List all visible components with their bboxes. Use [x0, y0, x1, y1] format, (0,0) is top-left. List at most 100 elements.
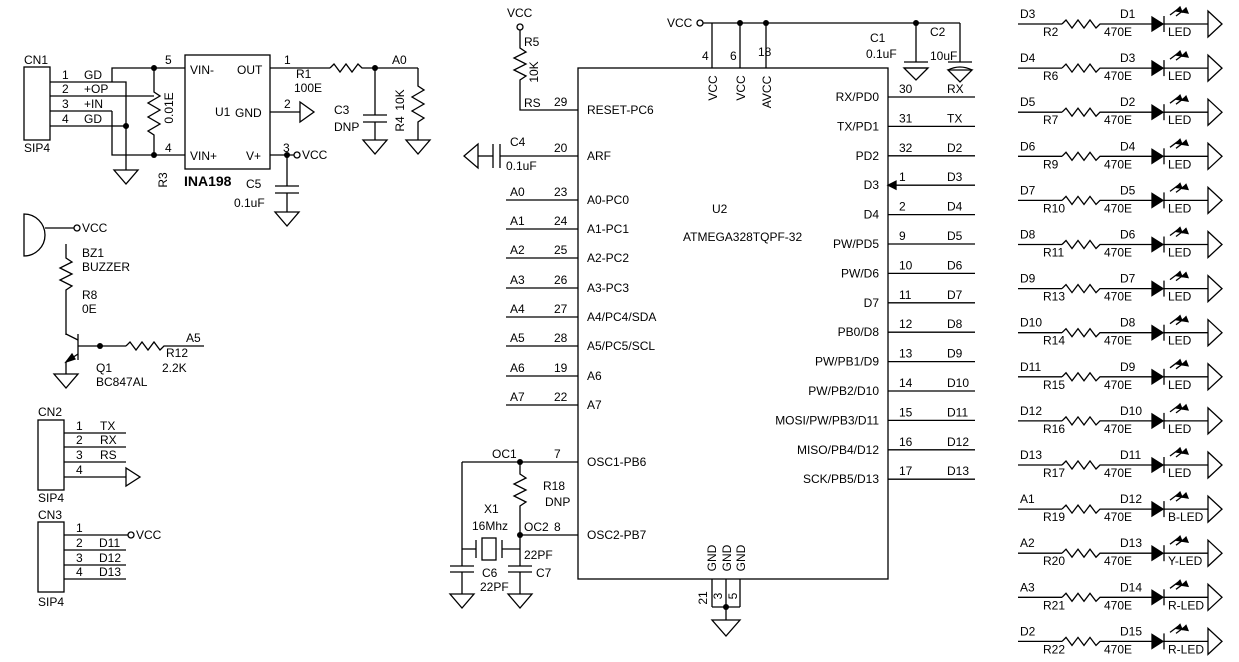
left-pin-num-28: 28: [554, 331, 568, 345]
r18-resistor: [512, 462, 528, 535]
led-designator: D3: [1120, 51, 1136, 65]
left-pin-num-25: 25: [554, 243, 568, 257]
c6-value: 22PF: [480, 580, 509, 594]
cn2-sip-label: SIP4: [38, 491, 64, 505]
led-net-label: D12: [1020, 404, 1042, 418]
ground-arrow-symbol: [1207, 406, 1223, 436]
led-net-label: A3: [1020, 580, 1035, 594]
r3-value: 0.01E: [162, 92, 176, 123]
right-net-D4: D4: [947, 200, 963, 214]
right-net-D5: D5: [947, 229, 963, 243]
left-pin-name-19: A6: [587, 369, 602, 383]
led-designator: D8: [1120, 316, 1136, 330]
cn2-section: CN2 SIP4 1 2 3 4 TX RX RS: [37, 405, 142, 505]
led-color-label: LED: [1168, 25, 1192, 39]
r4-value: 10K: [393, 89, 407, 110]
right-net-D11: D11: [947, 405, 968, 419]
cn1-net-op: +OP: [84, 82, 108, 96]
right-net-D8: D8: [947, 317, 963, 331]
cn2-pin3: 3: [76, 448, 83, 462]
led-diode-icon: [1151, 412, 1165, 430]
led-designator: D5: [1120, 183, 1136, 197]
led-designator: D14: [1120, 580, 1142, 594]
c3-label: C3: [334, 103, 350, 117]
led-color-label: LED: [1168, 69, 1192, 83]
right-pin-name-15: MOSI/PW/PB3/D11: [775, 413, 879, 427]
led-series-resistor: [1061, 18, 1152, 30]
oc2-net-label: OC2: [524, 520, 549, 534]
led-designator: D13: [1120, 536, 1142, 550]
ground-symbol: [273, 211, 301, 227]
led-series-resistor: [1061, 195, 1152, 206]
led-resistor-value: 470E: [1104, 554, 1132, 568]
u2-part-number: ATMEGA328TQPF-32: [683, 230, 802, 244]
led-resistor-label: R16: [1043, 422, 1065, 436]
ground-arrow-symbol: [1207, 141, 1223, 171]
u2-atmega328-chip: [577, 67, 889, 580]
led-resistor-label: R14: [1043, 334, 1065, 348]
led-net-label: A1: [1020, 492, 1035, 506]
c5-value: 0.1uF: [234, 196, 265, 210]
u1-pin-vinm: VIN-: [190, 63, 214, 77]
r1-resistor: [329, 62, 418, 74]
led-designator: D10: [1120, 404, 1142, 418]
led-resistor-label: R15: [1043, 378, 1065, 392]
led-color-label: R-LED: [1168, 642, 1204, 656]
led-resistor-value: 470E: [1104, 113, 1132, 127]
right-pin-num-10: 10: [899, 258, 913, 272]
ground-arrow-symbol: [125, 466, 142, 488]
right-net-D2: D2: [947, 141, 963, 155]
led-series-resistor: [1061, 327, 1152, 338]
right-pin-num-30: 30: [899, 82, 913, 96]
top-pin-num-2: 6: [730, 49, 737, 63]
u1-label: U1: [215, 105, 231, 119]
bottom-pin-num-1: 21: [696, 591, 710, 605]
r4-label: R4: [393, 116, 407, 132]
c7-label: C7: [536, 566, 552, 580]
ground-arrow-symbol: [1207, 494, 1223, 524]
led-designator: D7: [1120, 272, 1136, 286]
cn3-pin3: 3: [76, 551, 83, 565]
buzzer-section: VCC BZ1 BUZZER R8 0E A5 R12 2.2K Q1 BC84…: [23, 213, 204, 389]
led-net-label: D10: [1020, 316, 1042, 330]
bottom-pin-name-2: GND: [720, 544, 734, 571]
top-pin-name-1: VCC: [706, 75, 720, 101]
right-pin-num-11: 11: [899, 288, 912, 302]
led-diode-icon: [1151, 324, 1165, 341]
led-net-label: D13: [1020, 448, 1042, 462]
left-net-A5: A5: [510, 331, 525, 345]
led-designator: D9: [1120, 360, 1136, 374]
led-diode-icon: [1151, 589, 1165, 606]
right-pin-name-32: PD2: [856, 149, 880, 163]
led-resistor-value: 470E: [1104, 334, 1132, 348]
right-net-D6: D6: [947, 258, 963, 272]
left-net-A3: A3: [510, 273, 525, 287]
led-color-label: LED: [1168, 378, 1192, 392]
led-series-resistor: [1061, 459, 1152, 471]
cn3-net-d11: D11: [99, 536, 120, 550]
r3-label: R3: [156, 172, 170, 188]
r4-resistor: [410, 68, 426, 140]
ground-arrow-symbol: [1207, 582, 1223, 612]
right-pin-name-9: PW/PD5: [833, 237, 879, 251]
led-net-label: D2: [1020, 624, 1036, 638]
led-series-resistor: [1061, 636, 1152, 647]
c3-value: DNP: [334, 120, 359, 134]
led-diode-icon: [1151, 148, 1165, 165]
left-pin-name-29: RESET-PC6: [587, 103, 654, 117]
r12-value: 2.2K: [162, 361, 187, 375]
led-series-resistor: [1061, 283, 1152, 294]
c1-label: C1: [870, 31, 886, 45]
cn3-vcc-label: VCC: [136, 528, 162, 542]
x1-crystal: [481, 537, 497, 561]
led-resistor-label: R22: [1043, 642, 1065, 656]
q1-label: Q1: [96, 361, 112, 375]
led-resistor-value: 470E: [1104, 246, 1132, 260]
right-pin-num-32: 32: [899, 141, 913, 155]
